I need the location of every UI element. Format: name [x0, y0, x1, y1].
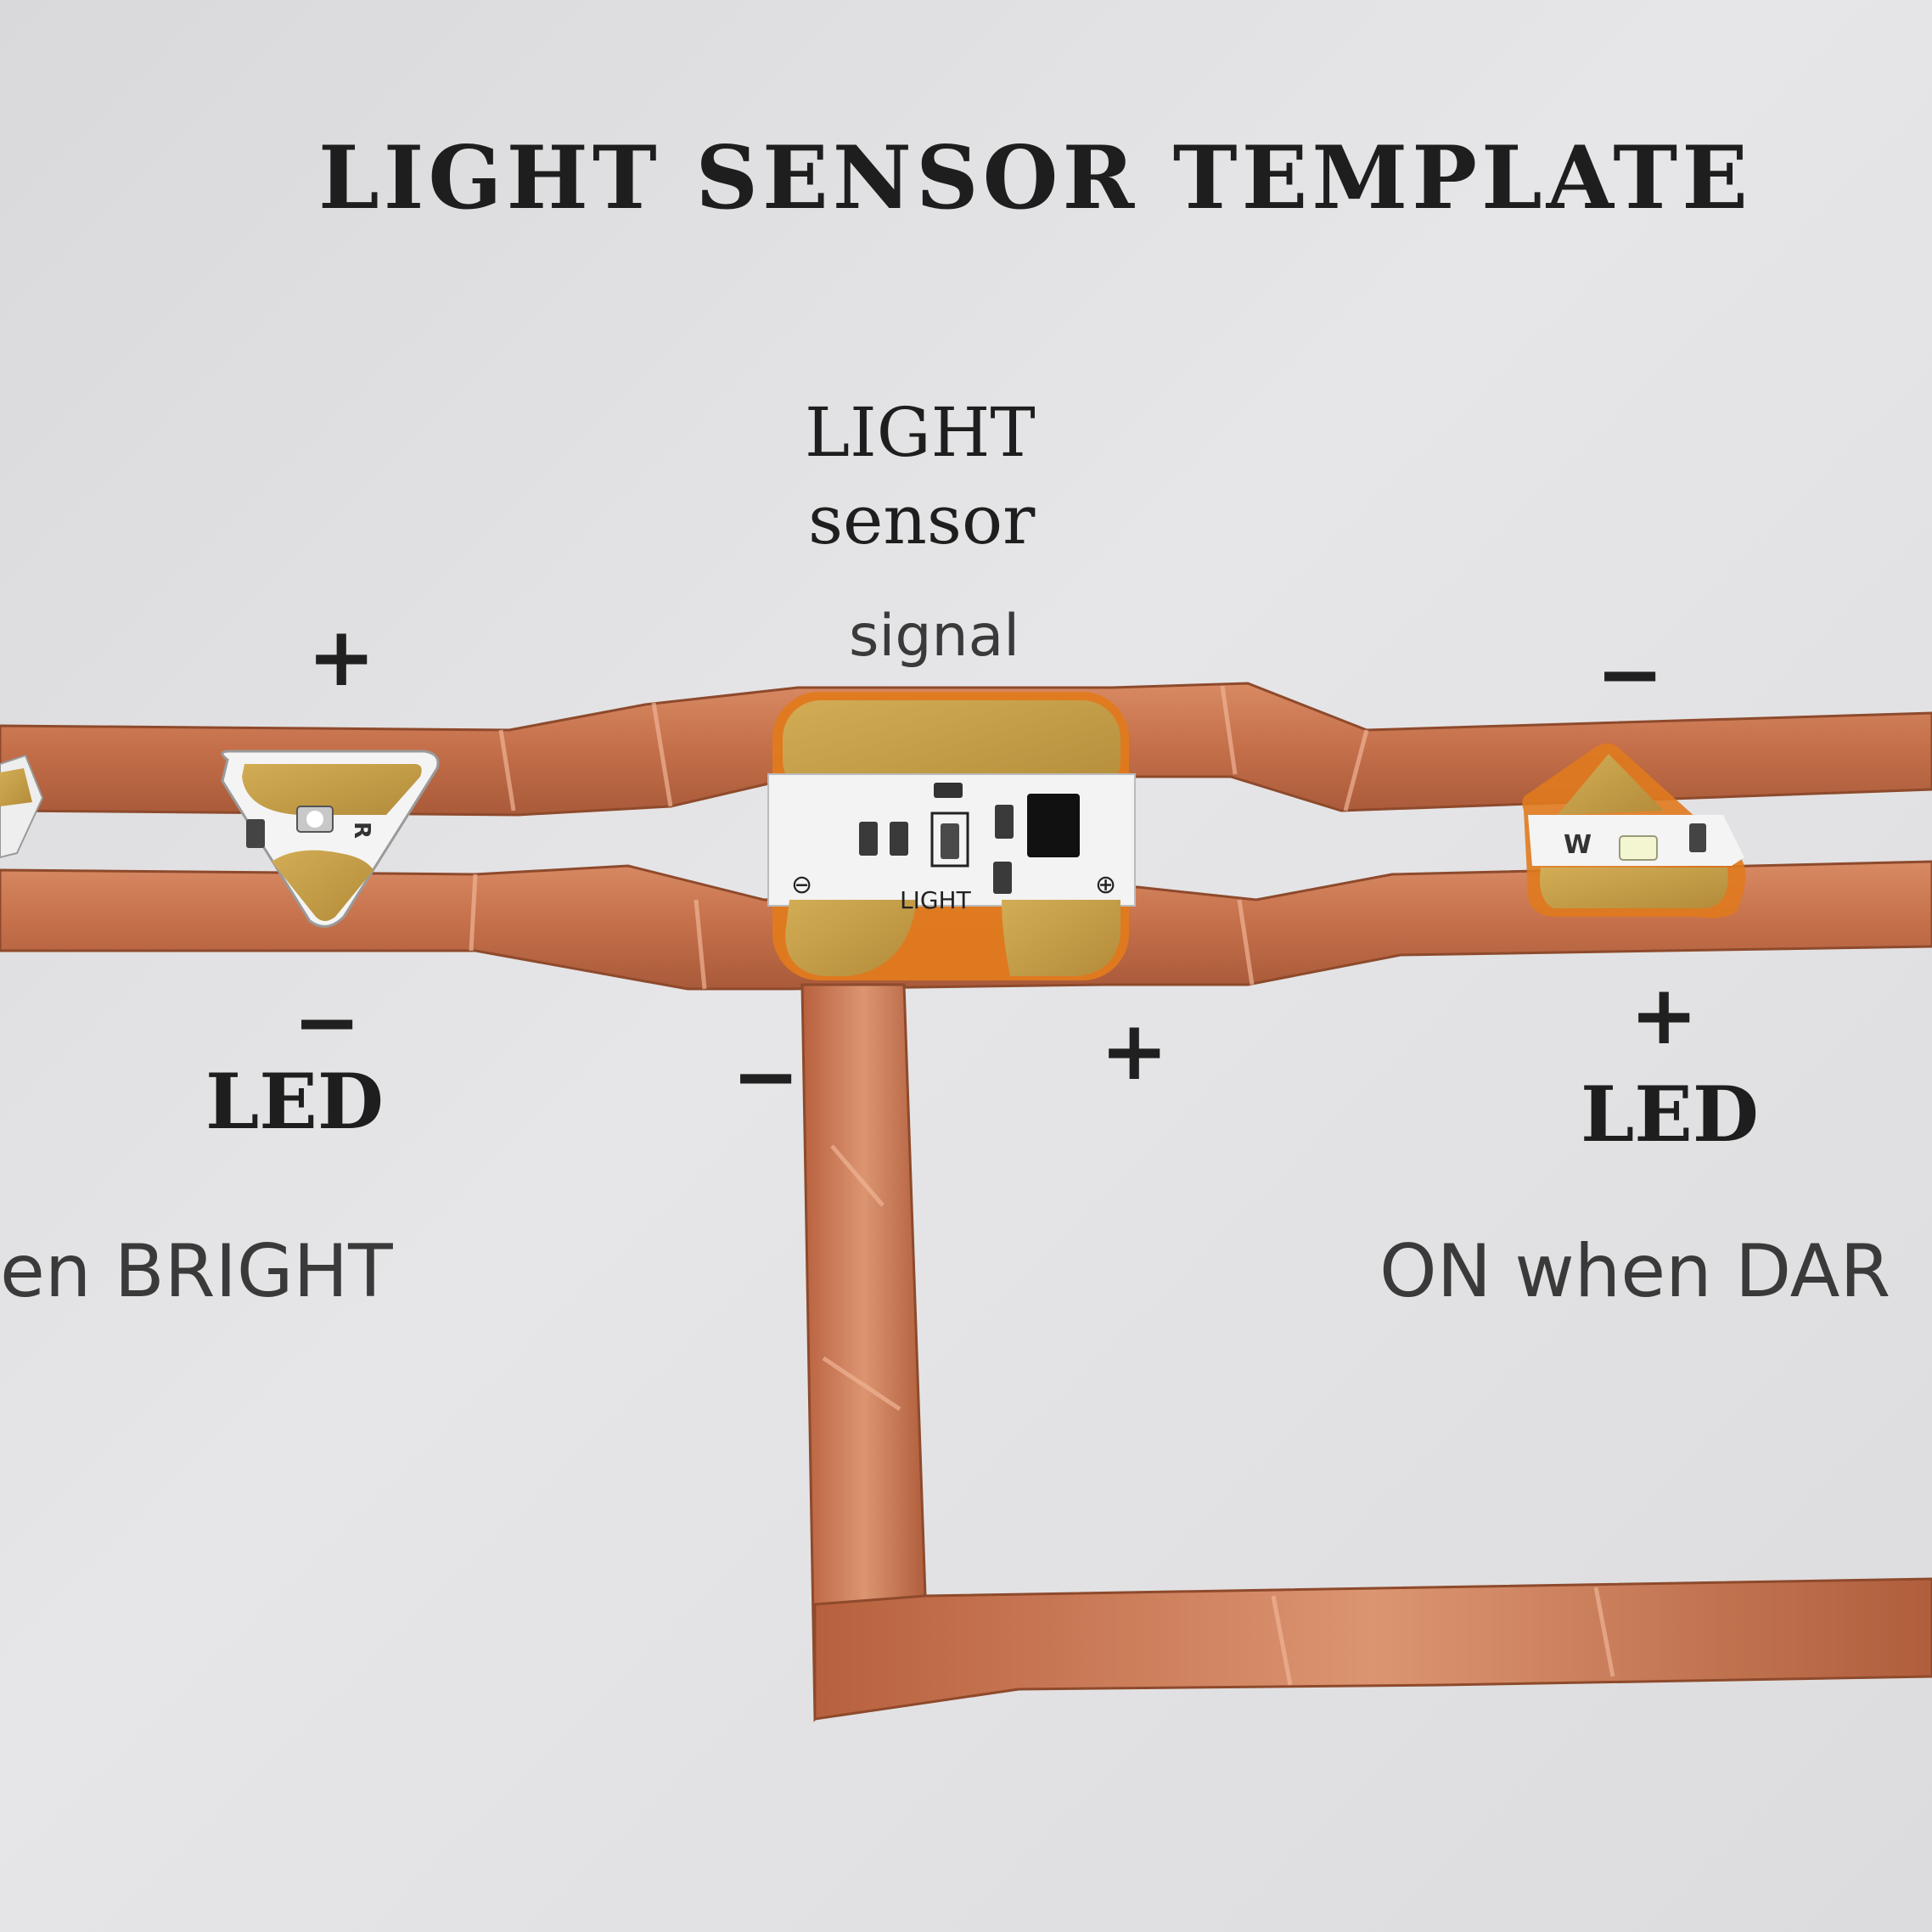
left-led-minus-label: −: [293, 974, 362, 1070]
sensor-board-plus-symbol: ⊕: [1095, 870, 1116, 900]
right-led-label: LED: [1581, 1070, 1759, 1160]
sensor-heading-sensor: sensor: [808, 480, 1036, 559]
left-led-caption: en BRIGHT: [0, 1229, 393, 1314]
right-led-chip-letter: W: [1564, 830, 1592, 860]
left-led-chip: [221, 750, 440, 928]
sensor-board-label: LIGHT: [900, 886, 972, 914]
right-led-minus-label: −: [1596, 626, 1665, 722]
sensor-board-minus-symbol: ⊖: [791, 870, 812, 900]
sensor-signal-label: signal: [849, 603, 1020, 670]
right-led-plus-label: +: [1630, 968, 1699, 1063]
template-title: LIGHT SENSOR TEMPLATE: [318, 127, 1752, 229]
copper-tape-bottom: [813, 1577, 1932, 1721]
left-led-plus-label: +: [307, 609, 376, 705]
light-sensor-board: [767, 692, 1136, 980]
right-led-chip: [1522, 743, 1746, 918]
left-led-chip-letter: R: [349, 822, 374, 839]
sensor-plus-label: +: [1100, 1003, 1169, 1098]
left-led-label: LED: [205, 1057, 384, 1147]
right-led-caption: ON when DAR: [1379, 1229, 1891, 1314]
sensor-minus-label: −: [732, 1029, 800, 1124]
sensor-heading-light: LIGHT: [805, 393, 1036, 472]
tape-wrinkles: [469, 685, 1615, 1686]
